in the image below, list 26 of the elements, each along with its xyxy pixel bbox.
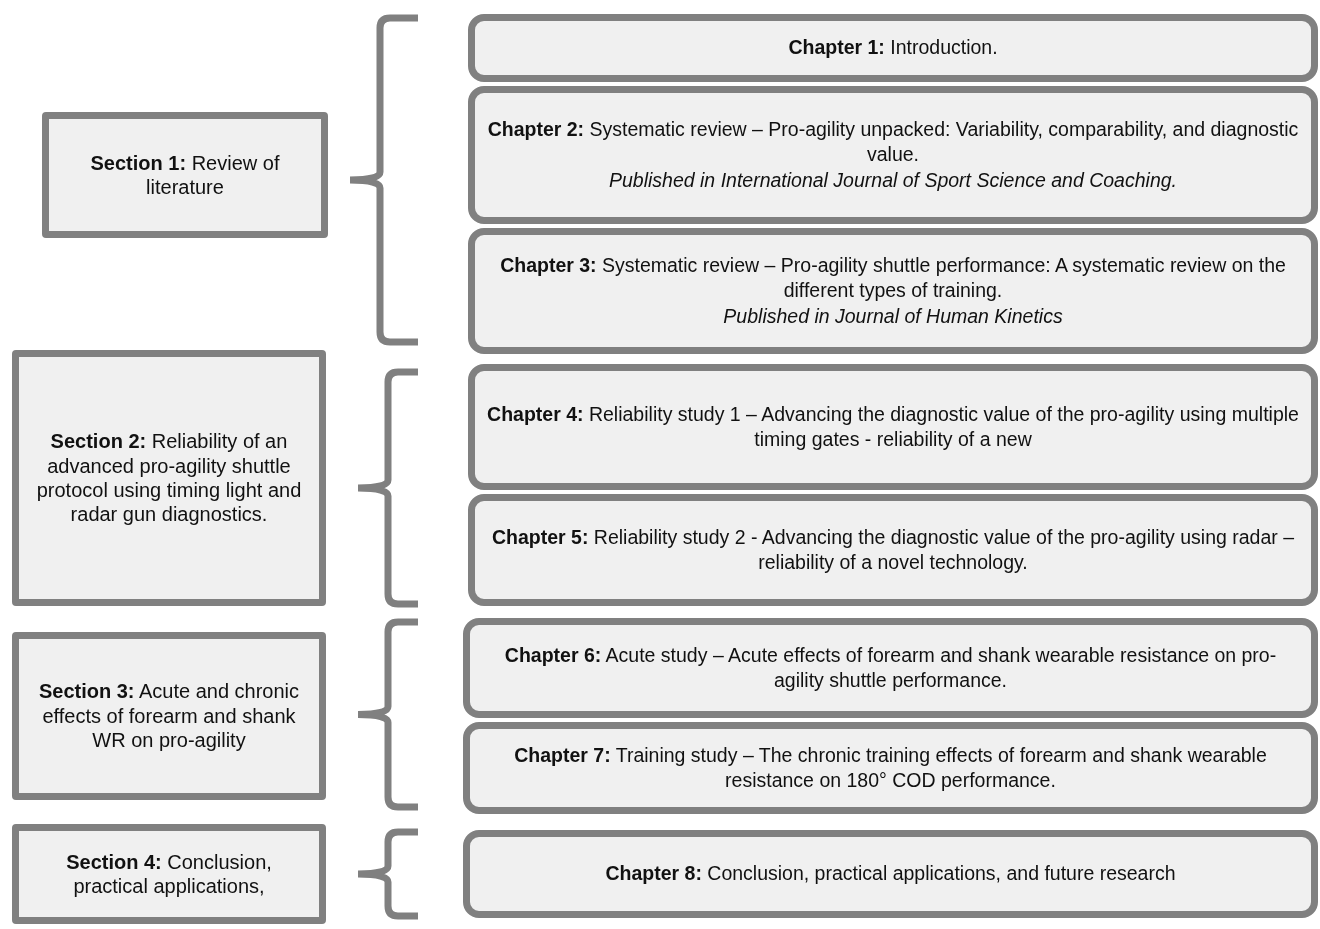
chapter-text: Chapter 1: Introduction. bbox=[788, 35, 998, 61]
publication-note: Published in International Journal of Sport Science and Coaching. bbox=[608, 167, 1177, 193]
chapter-text: Chapter 4: Reliability study 1 – Advancing the diagnostic value of the pro-agility using multiple timing gates - reliability of a new bbox=[487, 401, 1299, 452]
chapter-box bbox=[468, 364, 1318, 490]
section-box bbox=[12, 632, 326, 800]
chapter-text: Chapter 3: Systematic review – Pro-agility shuttle performance: A systematic review on the different types of training. bbox=[499, 253, 1287, 304]
chapter-box bbox=[468, 14, 1318, 82]
chapter-box bbox=[463, 830, 1318, 918]
section-text: Section 1: Review of literature bbox=[89, 150, 281, 200]
chapter-box bbox=[468, 86, 1318, 224]
chapter-box bbox=[468, 228, 1318, 354]
chapter-text: Chapter 2: Systematic review – Pro-agility unpacked: Variability, comparability, and diagnostic value. bbox=[487, 117, 1299, 168]
publication-note: Published in Journal of Human Kinetics bbox=[723, 303, 1063, 329]
chapter-text: Chapter 8: Conclusion, practical applications, and future research bbox=[605, 861, 1176, 887]
section-box bbox=[12, 350, 326, 606]
chapter-box bbox=[463, 722, 1318, 814]
chapter-text: Chapter 5: Reliability study 2 - Advancing the diagnostic value of the pro-agility using radar – reliability of a novel technology. bbox=[490, 524, 1296, 575]
section-text: Section 3: Acute and chronic effects of forearm and shank WR on pro-agility bbox=[37, 679, 301, 753]
chapter-text: Chapter 7: Training study – The chronic training effects of forearm and shank wearable resistance on 180° COD performance. bbox=[513, 742, 1268, 793]
chapter-text: Chapter 6: Acute study – Acute effects of forearm and shank wearable resistance on pro-agility shuttle performance. bbox=[503, 642, 1278, 693]
section-text: Section 2: Reliability of an advanced pro-agility shuttle protocol using timing light and radar gun diagnostics. bbox=[35, 429, 303, 527]
section-text: Section 4: Conclusion, practical applications, bbox=[65, 849, 273, 899]
section-box bbox=[42, 112, 328, 238]
chapter-box bbox=[463, 618, 1318, 718]
section-box bbox=[12, 824, 326, 924]
chapter-box bbox=[468, 494, 1318, 606]
